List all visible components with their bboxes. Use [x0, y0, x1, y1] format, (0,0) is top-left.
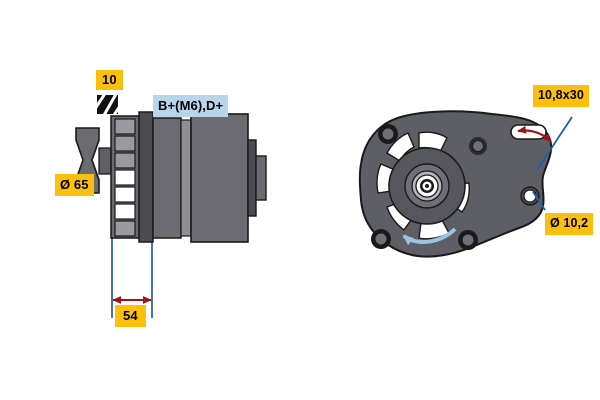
stator-body	[190, 113, 249, 243]
leader-lines	[532, 116, 573, 211]
pivot-hole	[520, 186, 540, 206]
cooling-fan	[110, 115, 140, 239]
quantity-badge: 10	[96, 70, 123, 90]
left-side-elevation-view	[75, 111, 267, 318]
rear-cover	[247, 139, 267, 217]
leader-line-hole	[532, 191, 546, 211]
leader-line-slot	[536, 116, 573, 171]
mounting-bosses	[371, 124, 487, 250]
length-dimension-label: 54	[115, 305, 146, 327]
hole-diameter-label: Ø 10,2	[545, 213, 594, 235]
pulley-diameter-label: Ø 65	[55, 174, 94, 196]
center-hub	[388, 147, 466, 225]
mounting-boss	[378, 124, 398, 144]
hatch-swatch-icon	[97, 95, 118, 114]
rotation-arrow	[402, 227, 457, 246]
mounting-boss	[469, 137, 487, 155]
drive-end-housing	[152, 117, 192, 239]
mounting-boss	[371, 229, 391, 249]
mounting-boss	[458, 230, 478, 250]
terminal-label: B+(M6),D+	[153, 95, 229, 117]
right-drive-end-face-view	[358, 110, 573, 258]
slot-dimension-arrow	[517, 125, 552, 143]
mounting-slot	[510, 124, 547, 140]
pulley-spacer	[98, 147, 112, 175]
drive-end-flange	[138, 111, 154, 243]
slot-size-label: 10,8x30	[533, 85, 589, 107]
